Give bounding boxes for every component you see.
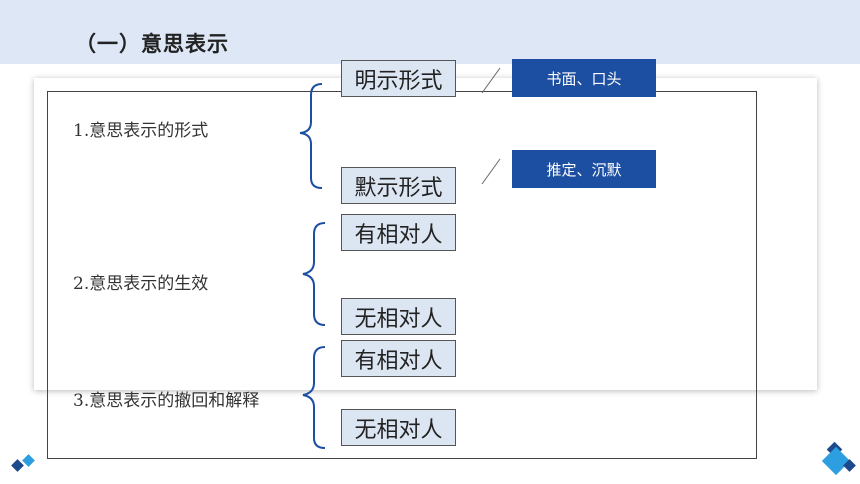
option-express-form: 明示形式	[341, 60, 456, 97]
header-band	[0, 0, 860, 64]
diamond-small-r	[843, 459, 856, 472]
tag-written-oral: 书面、口头	[512, 59, 656, 97]
option-with-counterparty-2: 有相对人	[341, 340, 456, 377]
topic-withdraw: 3.意思表示的撤回和解释	[73, 391, 260, 411]
diamond-light-r	[821, 446, 851, 476]
option-without-counterparty-1: 无相对人	[341, 298, 456, 335]
option-without-counterparty-2: 无相对人	[341, 409, 456, 446]
diamond-dark	[11, 459, 24, 472]
option-implied-form: 默示形式	[341, 167, 456, 204]
diamond-light	[22, 454, 35, 467]
diamond-dark-r	[826, 441, 843, 458]
topic-form: 1.意思表示的形式	[73, 121, 209, 141]
topic-effect: 2.意思表示的生效	[73, 274, 209, 294]
option-with-counterparty-1: 有相对人	[341, 214, 456, 251]
page-title: （一）意思表示	[75, 32, 229, 56]
tag-presumed-silence: 推定、沉默	[512, 150, 656, 188]
